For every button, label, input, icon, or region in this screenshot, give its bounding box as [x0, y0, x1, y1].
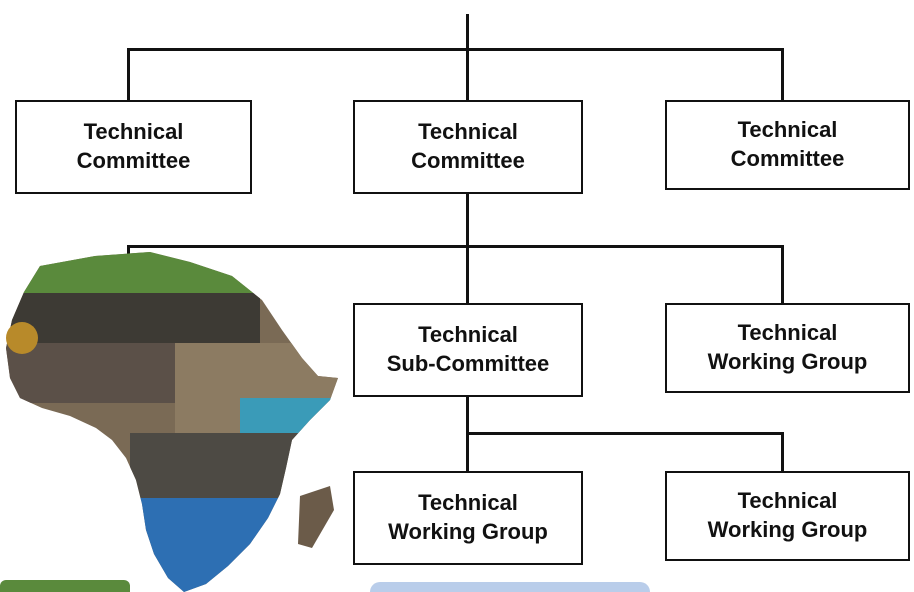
- node-technical-committee-left: Technical Committee: [15, 100, 252, 194]
- connector-center-stem: [466, 193, 469, 303]
- node-line2: Working Group: [388, 519, 548, 544]
- connector-drop-left: [127, 48, 130, 100]
- node-line2: Committee: [411, 148, 525, 173]
- node-technical-committee-center: Technical Committee: [353, 100, 583, 194]
- node-line2: Sub-Committee: [386, 351, 550, 376]
- node-line1: Technical: [418, 119, 518, 145]
- connector-top-stem: [466, 14, 469, 50]
- connector-drop-center: [466, 48, 469, 100]
- node-technical-working-group-mid: Technical Working Group: [665, 303, 910, 393]
- bottom-accent-banner: [370, 582, 650, 592]
- connector-drop-right: [781, 48, 784, 100]
- connector-mid-bus: [127, 245, 784, 248]
- node-line2: Working Group: [707, 349, 868, 374]
- connector-top-bus: [127, 48, 784, 51]
- node-line1: Technical: [737, 117, 838, 143]
- node-line2: Committee: [76, 148, 191, 173]
- connector-mid-drop-right: [781, 245, 784, 303]
- node-line1: Technical: [83, 119, 184, 145]
- node-technical-working-group-bottom-left: Technical Working Group: [353, 471, 583, 565]
- bottom-logo-fragment: [0, 580, 130, 592]
- node-technical-working-group-bottom-right: Technical Working Group: [665, 471, 910, 561]
- connector-bottom-drop-right: [781, 432, 784, 472]
- node-line2: Committee: [730, 146, 845, 171]
- node-line1: Technical: [418, 490, 518, 516]
- africa-photo-collage: [6, 252, 338, 592]
- node-line2: Working Group: [707, 517, 868, 542]
- connector-bottom-bus: [466, 432, 784, 435]
- node-line1: Technical: [737, 488, 838, 514]
- node-technical-committee-right: Technical Committee: [665, 100, 910, 190]
- node-line1: Technical: [737, 320, 838, 346]
- node-line1: Technical: [418, 322, 518, 348]
- node-technical-sub-committee: Technical Sub-Committee: [353, 303, 583, 397]
